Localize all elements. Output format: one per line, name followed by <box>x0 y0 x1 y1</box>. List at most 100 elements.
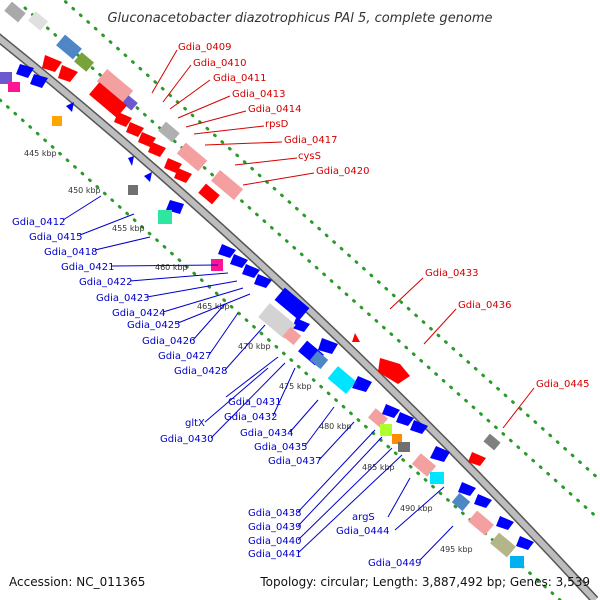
gene-block[interactable] <box>483 433 501 451</box>
gene-label-gdia-0417[interactable]: Gdia_0417 <box>284 135 337 146</box>
gene-arrow[interactable] <box>410 420 428 434</box>
gene-label-gdia-0420[interactable]: Gdia_0420 <box>316 166 369 177</box>
gene-arrow[interactable] <box>318 338 338 354</box>
gene-label-gdia-0415[interactable]: Gdia_0415 <box>29 232 82 243</box>
gene-block[interactable] <box>4 1 26 23</box>
gene-arrow[interactable] <box>382 404 400 418</box>
gene-arrow[interactable] <box>58 65 78 82</box>
gene-arrow[interactable] <box>242 264 260 278</box>
gene-block[interactable] <box>122 95 138 111</box>
gene-block[interactable] <box>176 142 208 172</box>
gene-label-gdia-0444[interactable]: Gdia_0444 <box>336 526 389 537</box>
gene-label-gdia-0425[interactable]: Gdia_0425 <box>127 320 180 331</box>
gene-label-gdia-0440[interactable]: Gdia_0440 <box>248 536 301 547</box>
gene-block[interactable] <box>211 169 243 201</box>
gene-arrow[interactable] <box>430 446 450 462</box>
gene-arrow[interactable] <box>128 156 134 166</box>
gene-label-gdia-0439[interactable]: Gdia_0439 <box>248 522 301 533</box>
gene-label-gltx[interactable]: gltX <box>185 418 205 429</box>
gene-block[interactable] <box>8 82 20 92</box>
gene-block[interactable] <box>96 68 134 104</box>
gene-block[interactable] <box>128 185 138 195</box>
gene-label-gdia-0432[interactable]: Gdia_0432 <box>224 412 277 423</box>
gene-label-gdia-0418[interactable]: Gdia_0418 <box>44 247 97 258</box>
gene-label-gdia-0438[interactable]: Gdia_0438 <box>248 508 301 519</box>
gene-block[interactable] <box>198 183 220 205</box>
gene-label-gdia-0433[interactable]: Gdia_0433 <box>425 268 478 279</box>
gene-block[interactable] <box>74 52 94 72</box>
gene-block[interactable] <box>89 82 127 118</box>
gene-block[interactable] <box>274 287 310 321</box>
gene-arrow[interactable] <box>292 318 310 332</box>
gene-arrow[interactable] <box>30 74 48 88</box>
gene-label-gdia-0436[interactable]: Gdia_0436 <box>458 300 511 311</box>
gene-label-gdia-0422[interactable]: Gdia_0422 <box>79 277 132 288</box>
gene-block[interactable] <box>52 116 62 126</box>
gene-arrow[interactable] <box>468 452 486 466</box>
gene-arrow[interactable] <box>378 358 410 384</box>
gene-label-gdia-0445[interactable]: Gdia_0445 <box>536 379 589 390</box>
gene-block[interactable] <box>309 350 329 370</box>
gene-arrow[interactable] <box>474 494 492 508</box>
gene-arrow[interactable] <box>516 536 534 550</box>
gene-label-cyss[interactable]: cysS <box>298 151 321 162</box>
gene-arrow[interactable] <box>174 168 192 183</box>
gene-label-gdia-0434[interactable]: Gdia_0434 <box>240 428 293 439</box>
gene-label-gdia-0409[interactable]: Gdia_0409 <box>178 42 231 53</box>
gene-block[interactable] <box>510 556 524 568</box>
gene-label-gdia-0424[interactable]: Gdia_0424 <box>112 308 165 319</box>
gene-label-rpsd[interactable]: rpsD <box>265 119 289 130</box>
gene-arrow[interactable] <box>352 333 360 342</box>
gene-arrow[interactable] <box>396 412 414 426</box>
gene-arrow[interactable] <box>254 274 272 288</box>
gene-label-gdia-0426[interactable]: Gdia_0426 <box>142 336 195 347</box>
gene-block[interactable] <box>490 532 516 558</box>
gene-block[interactable] <box>158 210 172 224</box>
tick-label: 455 kbp <box>112 224 145 233</box>
gene-arrow[interactable] <box>148 142 166 157</box>
gene-arrow[interactable] <box>114 112 132 127</box>
gene-label-gdia-0410[interactable]: Gdia_0410 <box>193 58 246 69</box>
leader-line <box>204 367 269 423</box>
gene-arrow[interactable] <box>458 482 476 496</box>
gene-arrow[interactable] <box>218 244 236 258</box>
gene-arrow[interactable] <box>42 55 62 72</box>
gene-label-gdia-0437[interactable]: Gdia_0437 <box>268 456 321 467</box>
gene-block[interactable] <box>0 72 12 84</box>
gene-block[interactable] <box>158 121 180 143</box>
gene-block[interactable] <box>392 434 402 444</box>
gene-arrow[interactable] <box>144 172 152 182</box>
gene-label-gdia-0441[interactable]: Gdia_0441 <box>248 549 301 560</box>
gene-label-args[interactable]: argS <box>352 512 375 523</box>
gene-block[interactable] <box>451 492 471 512</box>
gene-label-gdia-0421[interactable]: Gdia_0421 <box>61 262 114 273</box>
gene-arrow[interactable] <box>352 376 372 392</box>
gene-label-gdia-0449[interactable]: Gdia_0449 <box>368 558 421 569</box>
gene-block[interactable] <box>282 326 302 346</box>
gene-block[interactable] <box>56 34 82 60</box>
gene-label-gdia-0431[interactable]: Gdia_0431 <box>228 397 281 408</box>
gene-block[interactable] <box>468 510 494 536</box>
gene-label-gdia-0427[interactable]: Gdia_0427 <box>158 351 211 362</box>
gene-block[interactable] <box>327 366 357 394</box>
gene-block[interactable] <box>380 424 392 436</box>
gene-label-gdia-0414[interactable]: Gdia_0414 <box>248 104 301 115</box>
gene-block[interactable] <box>398 442 410 452</box>
gene-label-gdia-0435[interactable]: Gdia_0435 <box>254 442 307 453</box>
gene-label-gdia-0411[interactable]: Gdia_0411 <box>213 73 266 84</box>
gene-block[interactable] <box>430 472 444 484</box>
gene-arrow[interactable] <box>230 254 248 268</box>
gene-arrow[interactable] <box>66 102 74 112</box>
gene-block[interactable] <box>411 453 437 477</box>
gene-block[interactable] <box>368 408 388 428</box>
gene-label-gdia-0413[interactable]: Gdia_0413 <box>232 89 285 100</box>
gene-label-gdia-0423[interactable]: Gdia_0423 <box>96 293 149 304</box>
gene-arrow[interactable] <box>496 516 514 530</box>
gene-arrow[interactable] <box>16 64 34 78</box>
gene-block[interactable] <box>258 303 296 339</box>
gene-label-gdia-0428[interactable]: Gdia_0428 <box>174 366 227 377</box>
gene-label-gdia-0412[interactable]: Gdia_0412 <box>12 217 65 228</box>
gene-block[interactable] <box>28 11 48 31</box>
gene-label-gdia-0430[interactable]: Gdia_0430 <box>160 434 213 445</box>
gene-arrow[interactable] <box>126 122 144 137</box>
